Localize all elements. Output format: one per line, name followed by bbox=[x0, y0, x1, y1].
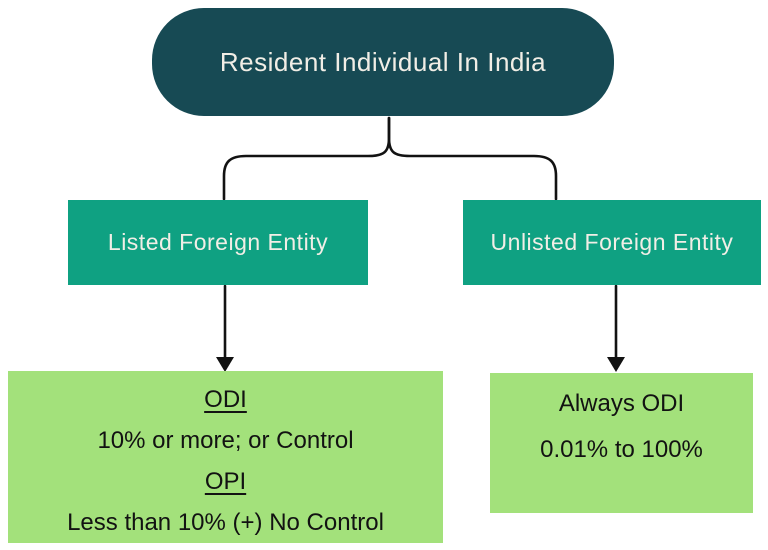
down-arrow-right-icon bbox=[607, 284, 625, 372]
root-label: Resident Individual In India bbox=[219, 46, 547, 77]
down-arrow-left-icon bbox=[216, 284, 234, 372]
branch-unlisted-label: Unlisted Foreign Entity bbox=[490, 229, 734, 255]
branch-node-listed: Listed Foreign Entity bbox=[68, 200, 368, 285]
brace-connector-left bbox=[222, 116, 391, 201]
outcome-listed-heading-odi: ODI bbox=[204, 386, 247, 413]
outcome-node-unlisted: Always ODI 0.01% to 100% bbox=[490, 373, 753, 513]
outcome-node-listed: ODI 10% or more; or Control OPI Less tha… bbox=[8, 371, 443, 543]
branch-listed-label: Listed Foreign Entity bbox=[107, 229, 329, 255]
outcome-listed-opi-rule: Less than 10% (+) No Control bbox=[67, 509, 384, 536]
outcome-unlisted-heading: Always ODI bbox=[558, 390, 685, 417]
outcome-listed-odi-rule: 10% or more; or Control bbox=[97, 427, 354, 454]
root-node: Resident Individual In India bbox=[152, 8, 614, 116]
outcome-listed-heading-opi: OPI bbox=[204, 468, 247, 495]
outcome-unlisted-range: 0.01% to 100% bbox=[540, 436, 703, 463]
branch-node-unlisted: Unlisted Foreign Entity bbox=[463, 200, 761, 285]
brace-connector-right bbox=[387, 116, 558, 201]
